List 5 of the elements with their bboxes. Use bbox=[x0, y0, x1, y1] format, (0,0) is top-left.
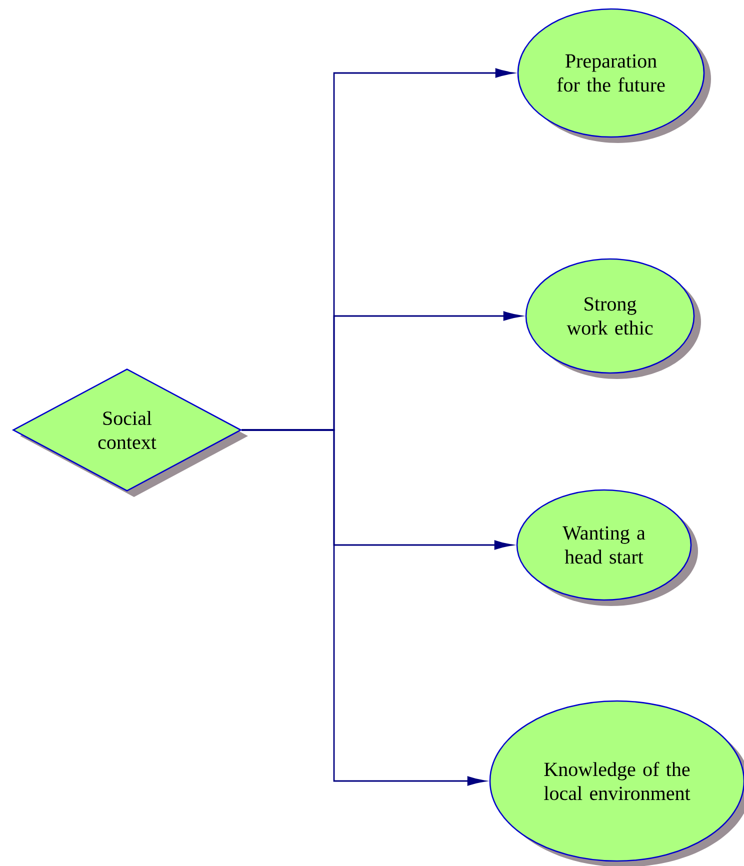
ellipse-node: Preparation for the future bbox=[517, 8, 711, 143]
arrow bbox=[242, 429, 486, 786]
ellipse-node: Wanting a head start bbox=[516, 489, 698, 606]
ellipse-node: Strong work ethic bbox=[525, 258, 701, 379]
ellipse-node: Knowledge of the local environment bbox=[489, 700, 744, 866]
